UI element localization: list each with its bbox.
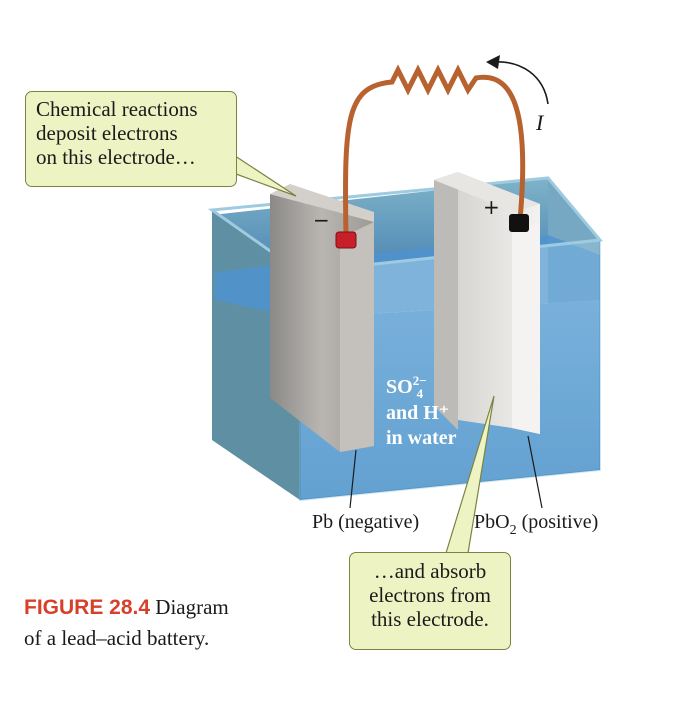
- ion-subscript: 4: [416, 386, 424, 401]
- caption-line-1: Diagram: [150, 595, 229, 619]
- callout-top-line: Chemical reactions: [36, 97, 198, 121]
- current-label: I: [536, 110, 544, 135]
- callout-bottom-line: …and absorb: [373, 559, 487, 583]
- ion-base: SO: [386, 376, 413, 398]
- negative-sign: −: [313, 208, 330, 232]
- pbo2-rest: (positive): [516, 511, 599, 533]
- current-arrow: [491, 61, 549, 105]
- callout-deposit-electrons: Chemical reactions deposit electrons on …: [25, 91, 237, 187]
- ion-charge: 2−: [412, 373, 427, 388]
- positive-electrode-front: [512, 222, 540, 434]
- pbo2-leader-line: [527, 435, 543, 509]
- wire: [343, 64, 526, 239]
- electrolyte-line-2: and H⁺: [386, 402, 450, 424]
- callout-top-line: deposit electrons: [36, 121, 178, 145]
- pb-negative-label: Pb (negative): [312, 511, 420, 533]
- positive-electrode-top: [434, 172, 540, 212]
- callout-bottom-line: electrons from: [369, 583, 491, 607]
- pbo2-subscript: 2: [509, 523, 517, 538]
- sulfate-ion: SO2−4: [386, 373, 457, 401]
- pbo2-base: PbO: [474, 511, 510, 533]
- current-arrowhead: [486, 55, 500, 69]
- positive-terminal: [509, 214, 529, 232]
- pb-leader-line: [349, 449, 357, 509]
- positive-sign: +: [483, 195, 500, 219]
- callout-absorb-electrons: …and absorb electrons from this electrod…: [349, 552, 511, 650]
- pbo2-positive-label: PbO2 (positive): [474, 511, 599, 538]
- electrolyte-label: SO2−4 and H⁺ in water: [386, 373, 457, 451]
- callout-bottom-line: this electrode.: [371, 607, 489, 631]
- negative-electrode-front: [340, 222, 374, 452]
- positive-electrode-side: [434, 172, 458, 430]
- callout-top-line: on this electrode…: [36, 145, 196, 169]
- figure-number: FIGURE 28.4: [24, 596, 151, 619]
- electrolyte-line-3: in water: [386, 427, 457, 449]
- caption-line-2: of a lead–acid battery.: [24, 626, 210, 650]
- figure-caption: FIGURE 28.4 Diagram of a lead–acid batte…: [24, 592, 229, 654]
- negative-terminal: [335, 231, 357, 249]
